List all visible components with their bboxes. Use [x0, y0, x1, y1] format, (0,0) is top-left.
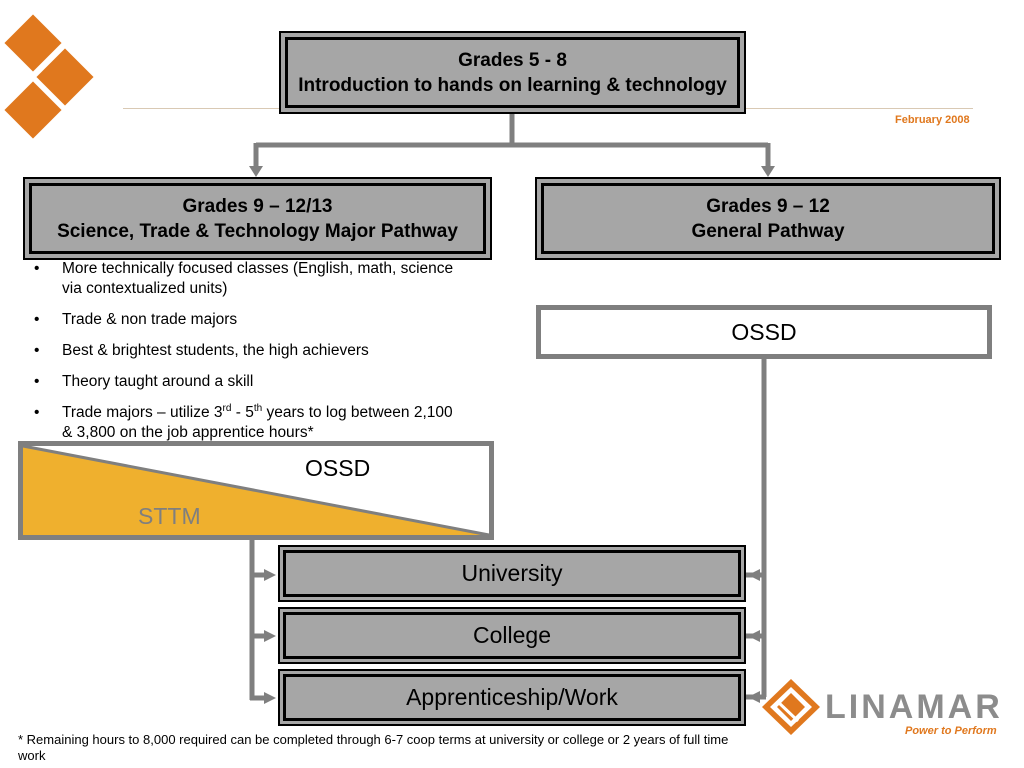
grades-5-8-subtitle: Introduction to hands on learning & tech… — [298, 74, 727, 96]
university-box: University — [278, 545, 746, 602]
bullet-item: •Trade majors – utilize 3rd - 5th years … — [34, 402, 453, 441]
triangle-ossd-label: OSSD — [305, 455, 371, 481]
grades-5-8-title: Grades 5 - 8 — [458, 49, 567, 71]
general-pathway-title: Grades 9 – 12 — [706, 195, 830, 217]
sttm-pathway-title: Grades 9 – 12/13 — [182, 195, 333, 217]
triangle-sttm-label: STTM — [138, 503, 201, 529]
apprenticeship-label: Apprenticeship/Work — [406, 684, 618, 710]
general-pathway-box: Grades 9 – 12 General Pathway — [535, 177, 1001, 260]
footnote: * Remaining hours to 8,000 required can … — [18, 732, 729, 763]
grades-5-8-box: Grades 5 - 8 Introduction to hands on le… — [279, 31, 746, 114]
bullet-item: •More technically focused classes (Engli… — [34, 260, 454, 297]
bullet-item: •Best & brightest students, the high ach… — [34, 342, 369, 359]
date-label: February 2008 — [895, 114, 970, 126]
ossd-general-label: OSSD — [731, 318, 797, 345]
college-box: College — [278, 607, 746, 664]
sttm-pathway-subtitle: Science, Trade & Technology Major Pathwa… — [57, 220, 458, 242]
corner-diamonds-decoration — [1, 11, 97, 142]
ossd-general-box: OSSD — [536, 305, 992, 359]
linamar-tagline: Power to Perform — [905, 725, 997, 737]
college-label: College — [473, 622, 551, 648]
sttm-pathway-box: Grades 9 – 12/13 Science, Trade & Techno… — [23, 177, 492, 260]
bullet-item: •Theory taught around a skill — [34, 373, 254, 390]
bullet-item: •Trade & non trade majors — [34, 311, 238, 328]
sttm-bullet-list: •More technically focused classes (Engli… — [34, 259, 464, 454]
general-pathway-subtitle: General Pathway — [691, 220, 845, 242]
university-label: University — [461, 560, 563, 586]
ossd-sttm-triangle — [18, 441, 494, 540]
linamar-logo-text: LINAMAR — [825, 688, 1003, 726]
apprenticeship-box: Apprenticeship/Work — [278, 669, 746, 726]
linamar-logo-icon — [762, 679, 820, 735]
